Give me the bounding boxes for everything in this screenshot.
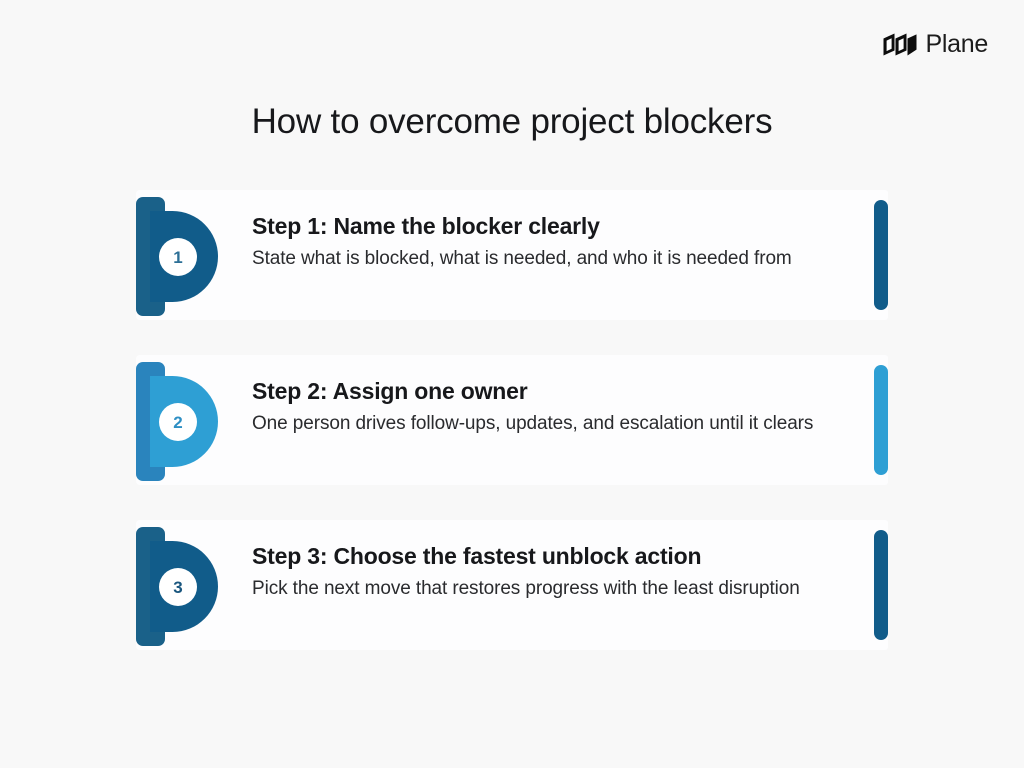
plane-logo-icon [883, 33, 917, 56]
step-heading: Step 3: Choose the fastest unblock actio… [252, 543, 702, 569]
step-text-block: Step 1: Name the blocker clearly State w… [252, 212, 842, 273]
step-marker-icon: 1 [136, 197, 218, 316]
step-accent-bar [874, 530, 888, 640]
brand-logo: Plane [883, 32, 988, 57]
step-text-block: Step 3: Choose the fastest unblock actio… [252, 542, 842, 603]
step-number: 2 [173, 412, 183, 432]
step-heading: Step 2: Assign one owner [252, 378, 528, 404]
step-marker-icon: 2 [136, 362, 218, 481]
step-card-body [155, 355, 888, 485]
step-number: 1 [173, 247, 183, 267]
page-title: How to overcome project blockers [251, 102, 773, 141]
step-number-badge: 2 [159, 403, 197, 441]
step-card[interactable]: 3 Step 3: Choose the fastest unblock act… [136, 520, 888, 650]
step-description: Pick the next move that restores progres… [252, 577, 800, 599]
step-description: State what is blocked, what is needed, a… [252, 247, 792, 269]
brand-name: Plane [925, 30, 989, 58]
step-number-badge: 1 [159, 238, 197, 276]
step-heading: Step 1: Name the blocker clearly [252, 213, 600, 239]
step-number-badge: 3 [159, 568, 197, 606]
step-card[interactable]: 1 Step 1: Name the blocker clearly State… [136, 190, 888, 320]
step-card-body [155, 520, 888, 650]
step-accent-bar [874, 200, 888, 310]
step-text-block: Step 2: Assign one owner One person driv… [252, 377, 842, 438]
steps-list: 1 Step 1: Name the blocker clearly State… [136, 190, 888, 650]
step-accent-bar [874, 365, 888, 475]
step-number: 3 [173, 577, 183, 597]
step-card[interactable]: 2 Step 2: Assign one owner One person dr… [136, 355, 888, 485]
step-card-body [155, 190, 888, 320]
step-description: One person drives follow-ups, updates, a… [252, 412, 814, 434]
step-marker-icon: 3 [136, 527, 218, 646]
